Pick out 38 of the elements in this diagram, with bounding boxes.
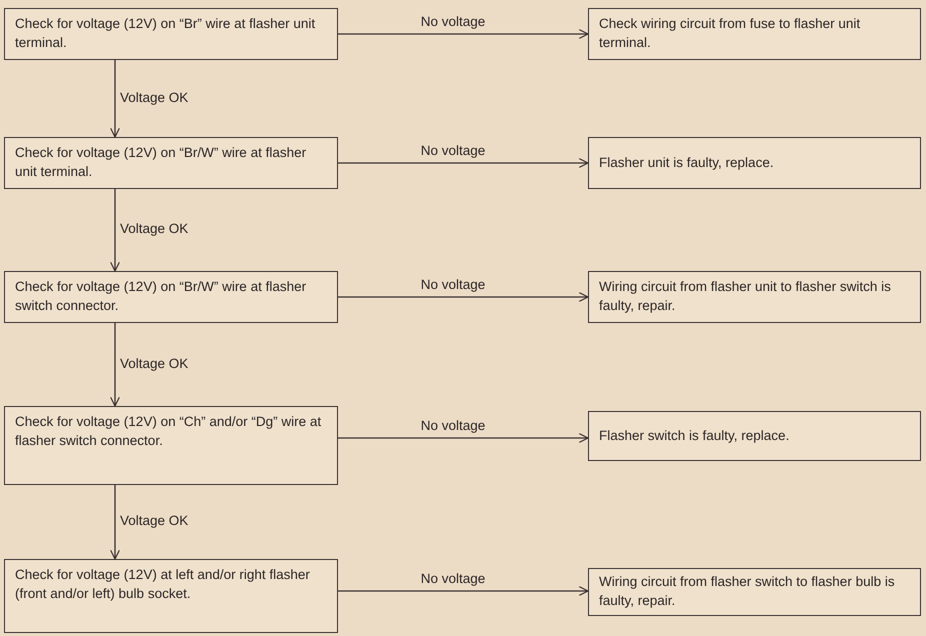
edge-label: No voltage (418, 143, 488, 160)
arrow (338, 586, 589, 596)
process-box (588, 411, 921, 461)
process-box (4, 8, 338, 60)
arrow (338, 28, 589, 40)
box-text: Check for voltage (12V) on “Br/W” wire at flasher unit terminal. (15, 145, 306, 179)
box-text: Check for voltage (12V) on “Ch” and/or “Dg” wire at flasher switch connector. (15, 414, 322, 448)
edge-label: No voltage (418, 418, 488, 434)
process-box (4, 406, 338, 485)
arrow (338, 158, 589, 168)
edge-label: No voltage (418, 277, 488, 294)
arrow (110, 323, 120, 407)
edge-label: Voltage OK (118, 513, 190, 530)
arrow (110, 189, 120, 272)
edge-label: No voltage (418, 14, 488, 30)
box-text: Wiring circuit from flasher switch to flasher bulb is faulty, repair. (599, 573, 896, 610)
box-text: Wiring circuit from flasher unit to flasher switch is faulty, repair. (599, 278, 892, 315)
box-text: Check for voltage (12V) at left and/or right flasher (front and/or left) bulb socket. (15, 567, 310, 601)
arrow (338, 292, 589, 302)
edge-label: Voltage OK (118, 90, 190, 106)
arrow (110, 485, 120, 560)
box-text: Flasher unit is faulty, replace. (599, 154, 774, 172)
process-box (4, 559, 338, 633)
arrow (110, 60, 120, 138)
process-box (588, 8, 921, 60)
process-box (588, 271, 921, 323)
arrow (338, 432, 589, 444)
process-box (588, 137, 921, 189)
process-box (4, 137, 338, 189)
edge-label: Voltage OK (118, 356, 190, 372)
box-text: Check wiring circuit from fuse to flasher unit terminal. (599, 15, 862, 52)
process-box (4, 271, 338, 323)
box-text: Check for voltage (12V) on “Br” wire at flasher unit terminal. (15, 16, 316, 50)
box-text: Flasher switch is faulty, replace. (599, 426, 790, 445)
box-text: Check for voltage (12V) on “Br/W” wire at flasher switch connector. (15, 279, 306, 313)
edge-label: No voltage (418, 571, 488, 588)
edge-label: Voltage OK (118, 221, 190, 238)
process-box (588, 568, 921, 616)
